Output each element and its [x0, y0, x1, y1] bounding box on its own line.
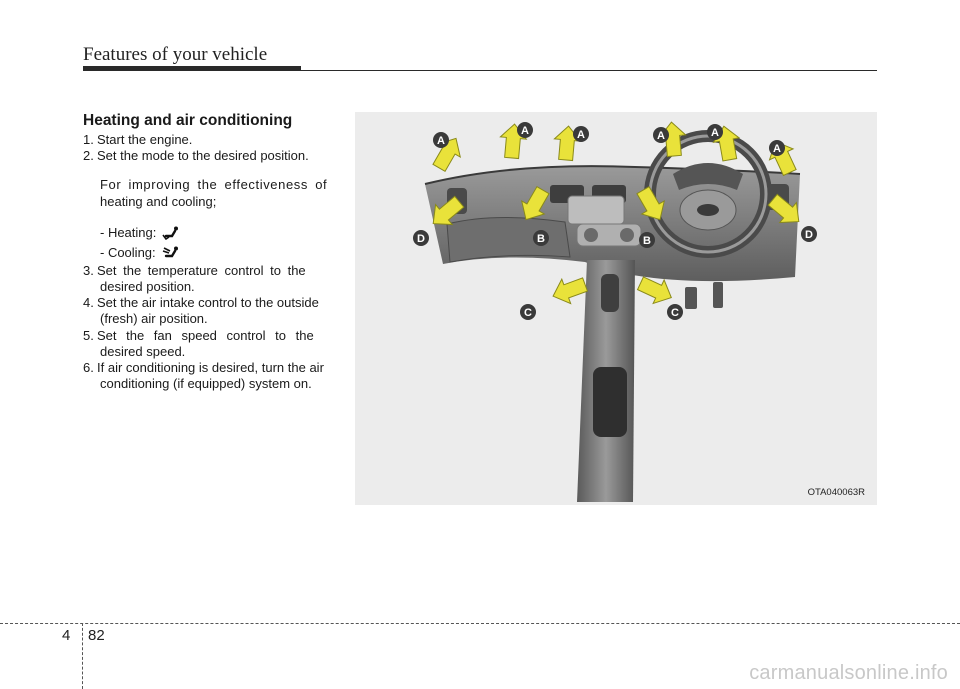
step-5-cont: desired speed.	[100, 343, 186, 359]
airflow-arrow	[767, 193, 800, 224]
step-5: 5.Set the fan speed control to the	[83, 327, 314, 343]
airflow-arrow	[432, 195, 465, 226]
gear-lever	[601, 274, 619, 312]
step-3: 3.Set the temperature control to the	[83, 262, 306, 278]
steering-logo	[697, 204, 719, 216]
airflow-zone-marker: A	[573, 126, 589, 142]
footer-rule	[0, 623, 960, 624]
dashboard-illustration: A A A A A A D D B B C C OTA040063R	[355, 112, 877, 505]
step-6: 6.If air conditioning is desired, turn t…	[83, 360, 324, 376]
dashboard-svg	[424, 130, 801, 502]
airflow-zone-marker: C	[667, 304, 683, 320]
step-4-cont: (fresh) air position.	[100, 311, 208, 327]
heating-mode-line: - Heating:	[100, 223, 335, 243]
airflow-zone-marker: D	[413, 230, 429, 246]
airflow-zone-label: C	[671, 307, 679, 319]
cupholder	[593, 367, 627, 437]
airflow-zone-marker: D	[801, 226, 817, 242]
airflow-zone-label: A	[437, 135, 445, 147]
airflow-arrow	[520, 185, 550, 221]
page-number: 82	[88, 627, 105, 644]
airflow-zone-label: A	[657, 130, 665, 142]
airflow-zone-label: A	[773, 143, 781, 155]
watermark: carmanualsonline.info	[749, 662, 948, 684]
section-heading: Heating and air conditioning	[83, 112, 293, 129]
chapter-number: 4	[62, 627, 71, 644]
glovebox	[446, 216, 571, 263]
step-6-cont: conditioning (if equipped) system on.	[100, 376, 312, 392]
airflow-zone-marker: B	[639, 232, 655, 248]
step-4: 4.Set the air intake control to the outs…	[83, 295, 319, 311]
airflow-zone-marker: A	[433, 132, 449, 148]
airflow-zone-label: A	[577, 129, 585, 141]
airflow-zone-label: D	[805, 229, 813, 241]
header-bar	[83, 66, 301, 71]
climate-knob-left	[584, 228, 598, 242]
airflow-zone-marker: A	[769, 140, 785, 156]
airflow-arrow	[636, 185, 666, 221]
face-mode-icon	[162, 246, 178, 258]
step-2: 2.Set the mode to the desired position.	[83, 148, 309, 164]
airflow-zone-label: A	[521, 125, 529, 137]
airflow-zone-label: A	[711, 127, 719, 139]
airflow-zone-label: C	[524, 307, 532, 319]
airflow-zone-label: B	[643, 235, 651, 247]
airflow-zone-marker: C	[520, 304, 536, 320]
airflow-zone-label: B	[537, 233, 545, 245]
gauge-cluster	[673, 163, 743, 190]
airflow-overlay: A A A A A A D D B B C C	[413, 121, 817, 320]
airflow-arrow	[552, 277, 589, 305]
step-1: 1.Start the engine.	[83, 132, 193, 147]
pedal-1	[685, 287, 697, 309]
dashboard-top-edge	[424, 165, 801, 185]
climate-knob-right	[620, 228, 634, 242]
figure-code: OTA040063R	[807, 487, 865, 498]
page-header-title: Features of your vehicle	[83, 44, 268, 65]
airflow-zone-label: D	[417, 233, 425, 245]
floor-mode-icon	[162, 226, 179, 240]
step-3-cont: desired position.	[100, 279, 195, 295]
header-rule	[301, 70, 877, 71]
cooling-mode-line: - Cooling:	[100, 243, 335, 263]
footer-divider	[82, 623, 83, 689]
airflow-zone-marker: B	[533, 230, 549, 246]
airflow-zone-marker: A	[653, 127, 669, 143]
section-content: Heating and air conditioning 1.Start the…	[83, 112, 335, 392]
airflow-zone-marker: A	[707, 124, 723, 140]
pedal-2	[713, 282, 723, 308]
airflow-zone-marker: A	[517, 122, 533, 138]
airflow-arrow	[636, 276, 672, 305]
